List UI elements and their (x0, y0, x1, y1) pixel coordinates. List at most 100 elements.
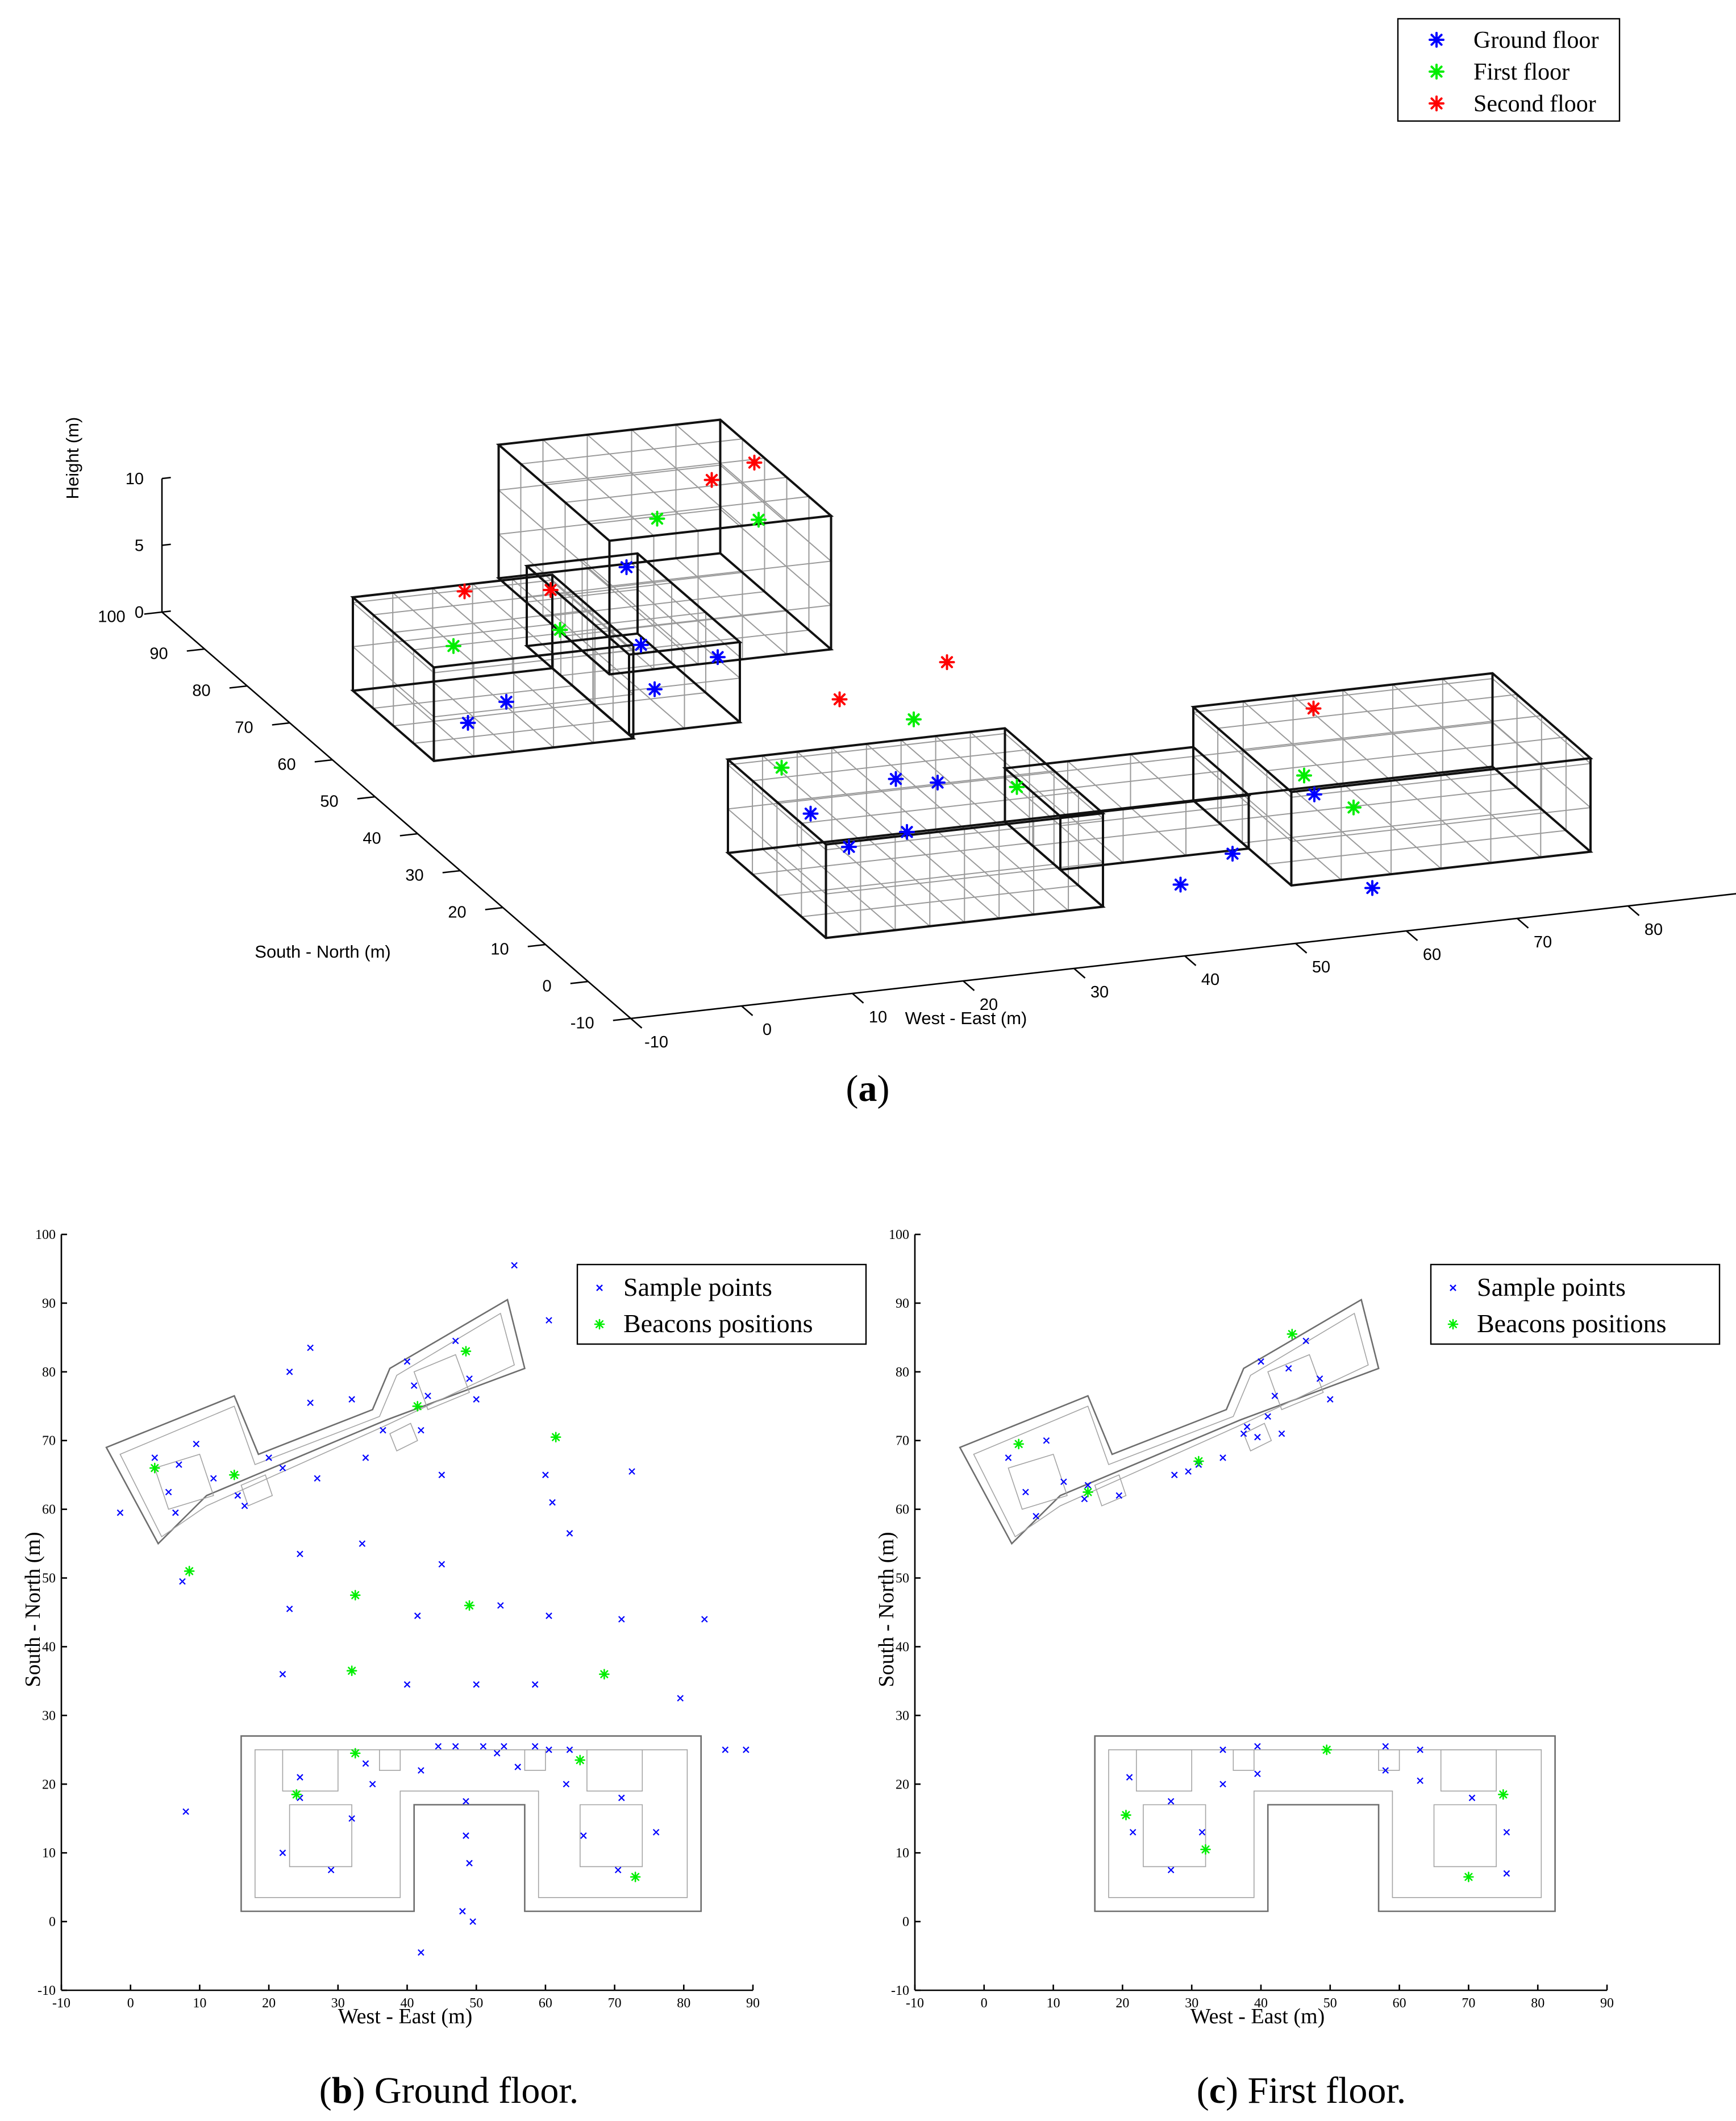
marker-sample-points-7-stroke-1 (1115, 1492, 1123, 1499)
y-tick-mark (357, 796, 376, 800)
marker-sample-points-3-stroke-1 (1043, 1437, 1050, 1444)
panel-a-x-axis-label: West - East (m) (905, 1008, 1027, 1028)
marker-sample-points-38 (497, 1602, 504, 1609)
wing-north-interior-partition-x (675, 423, 788, 656)
marker-sample-points-40 (618, 1616, 625, 1623)
y-tick-label: -10 (891, 1983, 909, 1998)
floor-plan-room-se-north (586, 1749, 643, 1792)
marker-beacons-positions-4 (550, 1432, 561, 1442)
marker-sample-points-45-stroke-1 (531, 1681, 539, 1688)
marker-sample-points-24 (473, 1396, 480, 1403)
y-tick-label: 90 (42, 1296, 56, 1311)
legend-asterisk (1447, 1319, 1459, 1330)
marker-sample-points-77 (418, 1949, 424, 1956)
marker-sample-points-22 (1327, 1396, 1334, 1403)
marker-sample-points-45 (531, 1681, 539, 1688)
x-tick-label: 90 (1600, 1996, 1614, 2011)
marker-ground-floor-5 (710, 649, 726, 666)
y-tick-mark (272, 722, 290, 726)
marker-sample-points-71 (580, 1832, 587, 1839)
panel-a-caption: (a) (846, 1068, 890, 1109)
marker-beacons-positions-4-stroke-3 (1122, 1811, 1130, 1819)
marker-sample-points-0 (1005, 1454, 1012, 1461)
y-tick-label: 20 (896, 1777, 909, 1792)
marker-beacons-positions-1-stroke-3 (1084, 1488, 1092, 1496)
marker-sample-points-47 (722, 1746, 729, 1753)
y-tick-label: 0 (543, 977, 552, 995)
x-tick-label: 10 (193, 1996, 206, 2011)
marker-first-floor-7 (1296, 767, 1312, 784)
y-tick-mark (570, 980, 589, 984)
marker-sample-points-34-stroke-1 (438, 1561, 446, 1568)
legend-asterisk-0-stroke-3 (1430, 34, 1443, 46)
marker-sample-points-51 (480, 1742, 487, 1750)
floor-plan-south-block (240, 1735, 702, 1912)
block-south-east-interior-partition-y (1217, 693, 1518, 823)
wing-north-outline (496, 418, 834, 676)
marker-sample-points-23 (1126, 1774, 1133, 1781)
marker-sample-points-49 (435, 1742, 442, 1750)
marker-sample-points-27 (1198, 1829, 1206, 1836)
floor-plan-north-room-east (413, 1354, 471, 1411)
panel-a-3d-plot: -100102030405060708090-10010203040506070… (63, 18, 1736, 1109)
y-tick-label: 50 (42, 1571, 56, 1586)
legend-marker-beacons-positions (594, 1319, 605, 1330)
marker-sample-points-27-stroke-1 (546, 1317, 552, 1324)
marker-sample-points-31 (566, 1530, 573, 1537)
marker-sample-points-16 (362, 1454, 369, 1461)
marker-beacons-positions-3 (1287, 1329, 1298, 1340)
x-tick-label: 70 (1462, 1996, 1475, 2011)
marker-sample-points-3-stroke-1 (172, 1509, 179, 1516)
y-tick-label: 70 (42, 1434, 56, 1449)
marker-sample-points-46-stroke-1 (677, 1695, 684, 1702)
x-tick-label: 20 (1115, 1996, 1129, 2011)
marker-beacons-positions-1 (228, 1469, 240, 1480)
marker-beacons-positions-8 (1463, 1872, 1474, 1882)
marker-sample-points-52-stroke-1 (493, 1750, 501, 1757)
x-tick-label: 60 (1423, 946, 1441, 964)
marker-ground-floor-3 (633, 637, 649, 653)
x-tick-label: 60 (539, 1996, 552, 2011)
legend-label-beacons-positions: Beacons positions (623, 1309, 813, 1338)
marker-sample-points-18 (403, 1358, 411, 1365)
marker-sample-points-29 (1219, 1746, 1226, 1753)
block-south-west-interior-partition-x (900, 738, 1000, 920)
legend-cross-stroke-1 (1450, 1284, 1456, 1291)
marker-sample-points-20 (418, 1427, 424, 1434)
y-tick-label: 80 (42, 1365, 56, 1380)
marker-sample-points-18-stroke-1 (1278, 1430, 1285, 1437)
marker-sample-points-17 (1271, 1392, 1279, 1399)
wing-west-interior (351, 578, 635, 758)
marker-sample-points-21-stroke-1 (424, 1392, 431, 1399)
marker-sample-points-5 (1081, 1495, 1088, 1503)
marker-sample-points-36-stroke-1 (1468, 1794, 1476, 1802)
block-south-west-outline (725, 727, 1106, 939)
marker-second-floor-2-stroke-3 (705, 473, 718, 486)
marker-sample-points-61-stroke-1 (362, 1760, 369, 1767)
y-tick-label: -10 (38, 1983, 56, 1998)
x-tick-label: 0 (127, 1996, 134, 2011)
marker-first-floor-8-stroke-3 (1347, 801, 1360, 814)
marker-beacons-positions-12 (574, 1754, 586, 1766)
marker-sample-points-67 (369, 1781, 376, 1788)
marker-sample-points-29-stroke-1 (1219, 1746, 1226, 1753)
floor-plan-room-se-north (1440, 1749, 1497, 1792)
marker-sample-points-0-stroke-1 (116, 1509, 124, 1516)
marker-sample-points-13-stroke-1 (1243, 1423, 1251, 1430)
marker-beacons-positions-5 (184, 1566, 195, 1577)
panel-b-legend: Sample points Beacons positions (576, 1263, 867, 1345)
panel-b-y-axis-label: South - North (m) (21, 1532, 45, 1687)
marker-sample-points-8 (241, 1502, 248, 1509)
marker-sample-points-17-stroke-1 (380, 1427, 386, 1434)
marker-ground-floor-11 (1172, 876, 1189, 893)
marker-sample-points-5-stroke-1 (1081, 1495, 1088, 1503)
legend-asterisk-1 (1429, 64, 1444, 80)
marker-first-floor-0 (446, 638, 461, 654)
x-tick-label: 60 (1393, 1996, 1406, 2011)
marker-ground-floor-1-stroke-3 (500, 696, 513, 708)
x-tick-mark (1627, 905, 1640, 916)
panel-c-floor-plan (959, 1298, 1556, 1912)
marker-sample-points-73-stroke-1 (614, 1866, 622, 1874)
y-tick-mark (485, 906, 503, 910)
marker-ground-floor-0 (460, 714, 476, 731)
